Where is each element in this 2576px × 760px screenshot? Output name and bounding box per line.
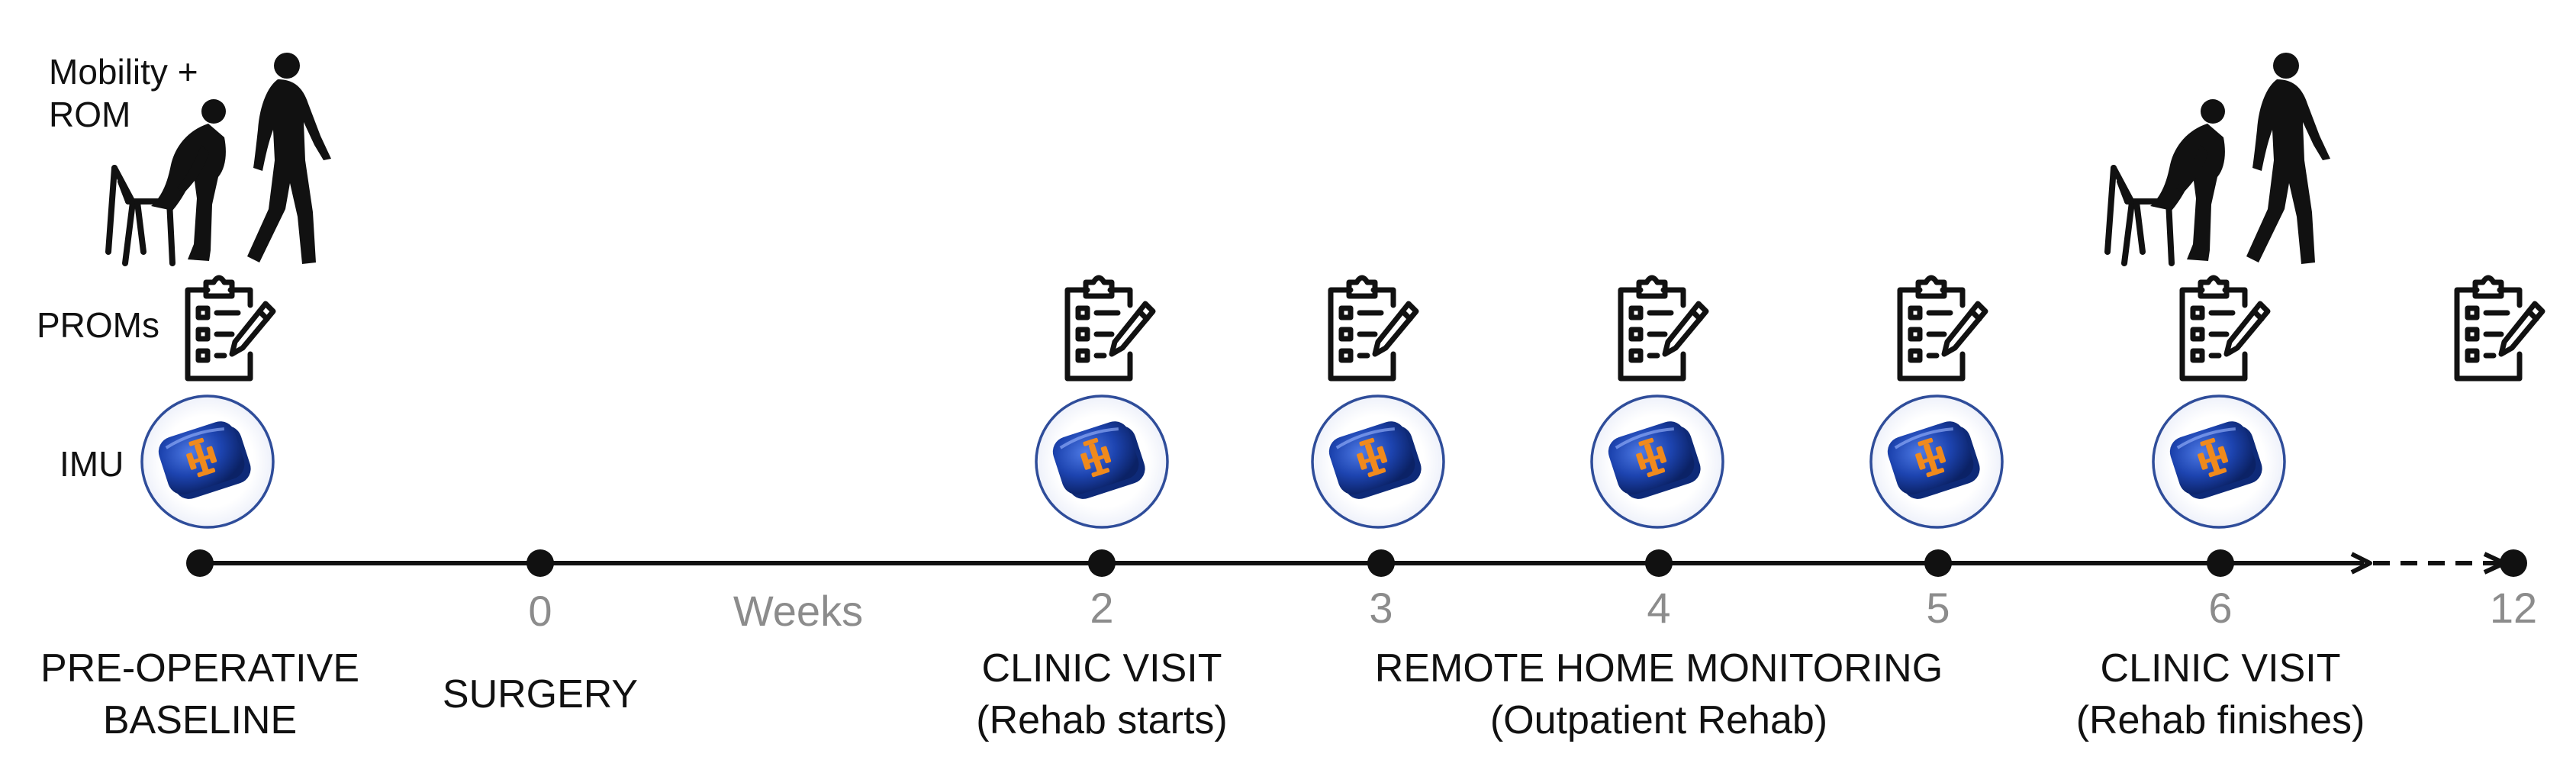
timeline-axis xyxy=(186,549,2527,577)
imu-sensor-icon-week2 xyxy=(1035,394,1169,529)
caption-clinic1-line1: CLINIC VISIT xyxy=(981,646,1222,691)
clipboard-icon-week6 xyxy=(2172,275,2271,389)
caption-baseline: PRE-OPERATIVE BASELINE xyxy=(40,642,359,746)
week-tick-2: 2 xyxy=(1090,584,1114,632)
caption-remote-line2: (Outpatient Rehab) xyxy=(1489,698,1828,742)
caption-baseline-line1: PRE-OPERATIVE xyxy=(40,646,360,691)
timeline-dot-week12 xyxy=(2500,549,2527,577)
mobility-label-line1: Mobility + xyxy=(49,52,198,92)
clipboard-icon-week4 xyxy=(1610,275,1709,389)
clipboard-icon-week12 xyxy=(2446,275,2545,389)
mobility-rom-label: Mobility + ROM xyxy=(49,50,198,136)
week-tick-6: 6 xyxy=(2208,584,2233,632)
mobility-icon-baseline xyxy=(105,53,331,266)
proms-label: PROMs xyxy=(37,305,159,345)
week-tick-12: 12 xyxy=(2489,584,2538,632)
timeline-arrowhead-solid xyxy=(2350,552,2372,575)
caption-surgery: SURGERY xyxy=(443,668,638,720)
imu-sensor-icon-week5 xyxy=(1869,394,2004,529)
seated-person-silhouette xyxy=(2150,99,2225,261)
week-tick-4: 4 xyxy=(1647,584,1671,632)
week-tick-5: 5 xyxy=(1926,584,1950,632)
clipboard-icon-week3 xyxy=(1320,275,1419,389)
seated-person-silhouette xyxy=(151,99,226,261)
mobility-icon-week6 xyxy=(2104,53,2330,266)
timeline-dot-week2 xyxy=(1088,549,1116,577)
week-tick-3: 3 xyxy=(1369,584,1393,632)
caption-clinic-visit-start: CLINIC VISIT (Rehab starts) xyxy=(976,642,1227,746)
mobility-label-line2: ROM xyxy=(49,95,131,134)
weeks-axis-label: Weeks xyxy=(733,587,864,635)
walking-person-silhouette xyxy=(2246,53,2330,264)
imu-sensor-icon-week3 xyxy=(1311,394,1445,529)
timeline-dot-week5 xyxy=(1924,549,1952,577)
chair-icon xyxy=(2104,165,2175,266)
caption-clinic2-line2: (Rehab finishes) xyxy=(2075,698,2365,742)
clipboard-icon-week2 xyxy=(1057,275,1156,389)
caption-remote-monitoring: REMOTE HOME MONITORING (Outpatient Rehab… xyxy=(1375,642,1943,746)
timeline-dot-week3 xyxy=(1367,549,1395,577)
caption-clinic-visit-finish: CLINIC VISIT (Rehab finishes) xyxy=(2076,642,2365,746)
clipboard-icon-week5 xyxy=(1889,275,1988,389)
imu-sensor-icon-baseline xyxy=(140,394,275,529)
clipboard-icon-baseline xyxy=(177,275,276,389)
caption-baseline-line2: BASELINE xyxy=(102,698,298,742)
timeline-dot-week0 xyxy=(526,549,554,577)
caption-clinic2-line1: CLINIC VISIT xyxy=(2100,646,2341,691)
imu-label: IMU xyxy=(60,444,124,484)
walking-person-silhouette xyxy=(247,53,331,264)
imu-sensor-icon-week6 xyxy=(2152,394,2286,529)
caption-clinic1-line2: (Rehab starts) xyxy=(976,698,1228,742)
caption-surgery-line1: SURGERY xyxy=(442,672,639,717)
timeline-dot-week4 xyxy=(1645,549,1673,577)
week-tick-0: 0 xyxy=(528,587,552,635)
chair-icon xyxy=(105,165,175,266)
imu-sensor-icon-week4 xyxy=(1590,394,1724,529)
timeline-dot-week6 xyxy=(2207,549,2234,577)
caption-remote-line1: REMOTE HOME MONITORING xyxy=(1374,646,1943,691)
timeline-dot-baseline xyxy=(186,549,214,577)
